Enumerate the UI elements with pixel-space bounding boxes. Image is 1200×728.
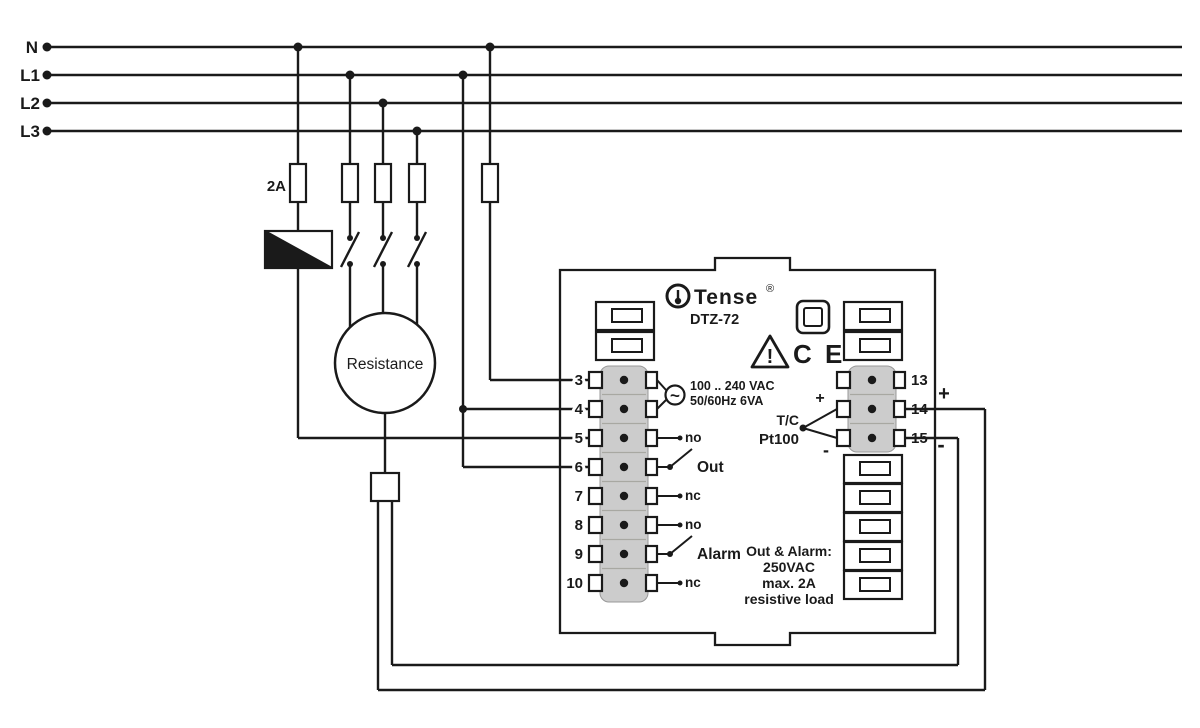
- controller-outline: [558, 256, 937, 647]
- terminal-9-label: 9: [575, 546, 583, 563]
- rating-line-4: resistive load: [744, 591, 834, 607]
- terminal-8-label: 8: [575, 517, 583, 534]
- left-terminal-numbers: 3 4 5 6 7 8 9 10: [563, 369, 586, 595]
- terminal-10-label: 10: [566, 575, 583, 592]
- right-terminal-clamps: [835, 370, 907, 448]
- terminal-4-label: 4: [575, 401, 584, 418]
- external-plus-label: +: [938, 383, 950, 405]
- button-icon: [803, 307, 823, 327]
- sensor-tc-label: T/C: [776, 412, 799, 428]
- sensor-plus-label: +: [815, 390, 824, 407]
- power-line-label-l2: L2: [20, 94, 40, 113]
- right-terminal-numbers: 13 14 15: [911, 372, 928, 447]
- power-line-label-l1: L1: [20, 66, 40, 85]
- left-terminal-strip: 3 4 5 6 7 8 9 10: [563, 300, 659, 603]
- temperature-sensor: [369, 471, 401, 503]
- power-supply-symbol: ~ 100 .. 240 VAC 50/60Hz 6VA: [656, 379, 775, 410]
- alarm-nc-label: nc: [685, 575, 701, 590]
- registered-mark: ®: [766, 283, 774, 295]
- fuse-2a: [288, 162, 308, 204]
- terminal-5-label: 5: [575, 430, 583, 447]
- alarm-no-label: no: [685, 517, 702, 532]
- out-no-label: no: [685, 430, 702, 445]
- terminal-3-label: 3: [575, 372, 583, 389]
- alarm-relay-contact: no Alarm nc: [657, 517, 741, 590]
- rating-line-2: 250VAC: [763, 559, 815, 575]
- brand-name: Tense: [694, 286, 758, 309]
- terminal-14-label: 14: [911, 401, 928, 418]
- ac-tilde: ~: [670, 386, 680, 405]
- supply-voltage-label: 100 .. 240 VAC: [690, 379, 775, 393]
- resistance-label: Resistance: [347, 356, 424, 373]
- rating-line-3: max. 2A: [762, 575, 816, 591]
- supply-frequency-label: 50/60Hz 6VA: [690, 394, 763, 408]
- contactor-coil: [263, 229, 334, 270]
- sensor-pt100-label: Pt100: [759, 431, 799, 448]
- sensor-minus-label: -: [823, 440, 829, 460]
- fuse-l1: [340, 162, 360, 204]
- fuse-2a-label: 2A: [267, 178, 286, 195]
- external-wiring: 2A: [263, 47, 987, 692]
- fuse-l3: [407, 162, 427, 204]
- terminal-13-label: 13: [911, 372, 928, 389]
- terminal-7-label: 7: [575, 488, 583, 505]
- phase-fuses-and-contacts: [339, 75, 428, 328]
- fuse-n: [480, 162, 500, 204]
- ac-icon: [664, 384, 686, 406]
- terminal-6-label: 6: [575, 459, 583, 476]
- model-label: DTZ-72: [690, 312, 739, 328]
- power-lines: N L1 L2 L3: [20, 38, 1182, 141]
- out-relay-contact: no Out nc: [657, 430, 724, 503]
- alarm-label: Alarm: [697, 546, 741, 563]
- rating-line-1: Out & Alarm:: [746, 543, 832, 559]
- external-minus-label: -: [937, 432, 944, 457]
- relay-rating-note: Out & Alarm: 250VAC max. 2A resistive lo…: [744, 543, 834, 607]
- right-terminal-strip: 13 14 15: [835, 300, 928, 601]
- power-line-label-n: N: [26, 38, 38, 57]
- warning-triangle-icon: !: [750, 334, 790, 369]
- power-line-label-l3: L3: [20, 122, 40, 141]
- left-terminal-clamps: [587, 370, 659, 593]
- terminal-15-label: 15: [911, 430, 928, 447]
- ce-mark: C E: [793, 339, 845, 369]
- right-spare-terminals: [842, 453, 904, 601]
- warning-exclamation: !: [767, 346, 774, 368]
- sensor-input: T/C Pt100 + -: [759, 390, 838, 460]
- out-label: Out: [697, 459, 724, 476]
- brand-logo: Tense ® DTZ-72: [665, 283, 774, 328]
- out-nc-label: nc: [685, 488, 701, 503]
- fuse-l2: [373, 162, 393, 204]
- display-button: [795, 299, 831, 335]
